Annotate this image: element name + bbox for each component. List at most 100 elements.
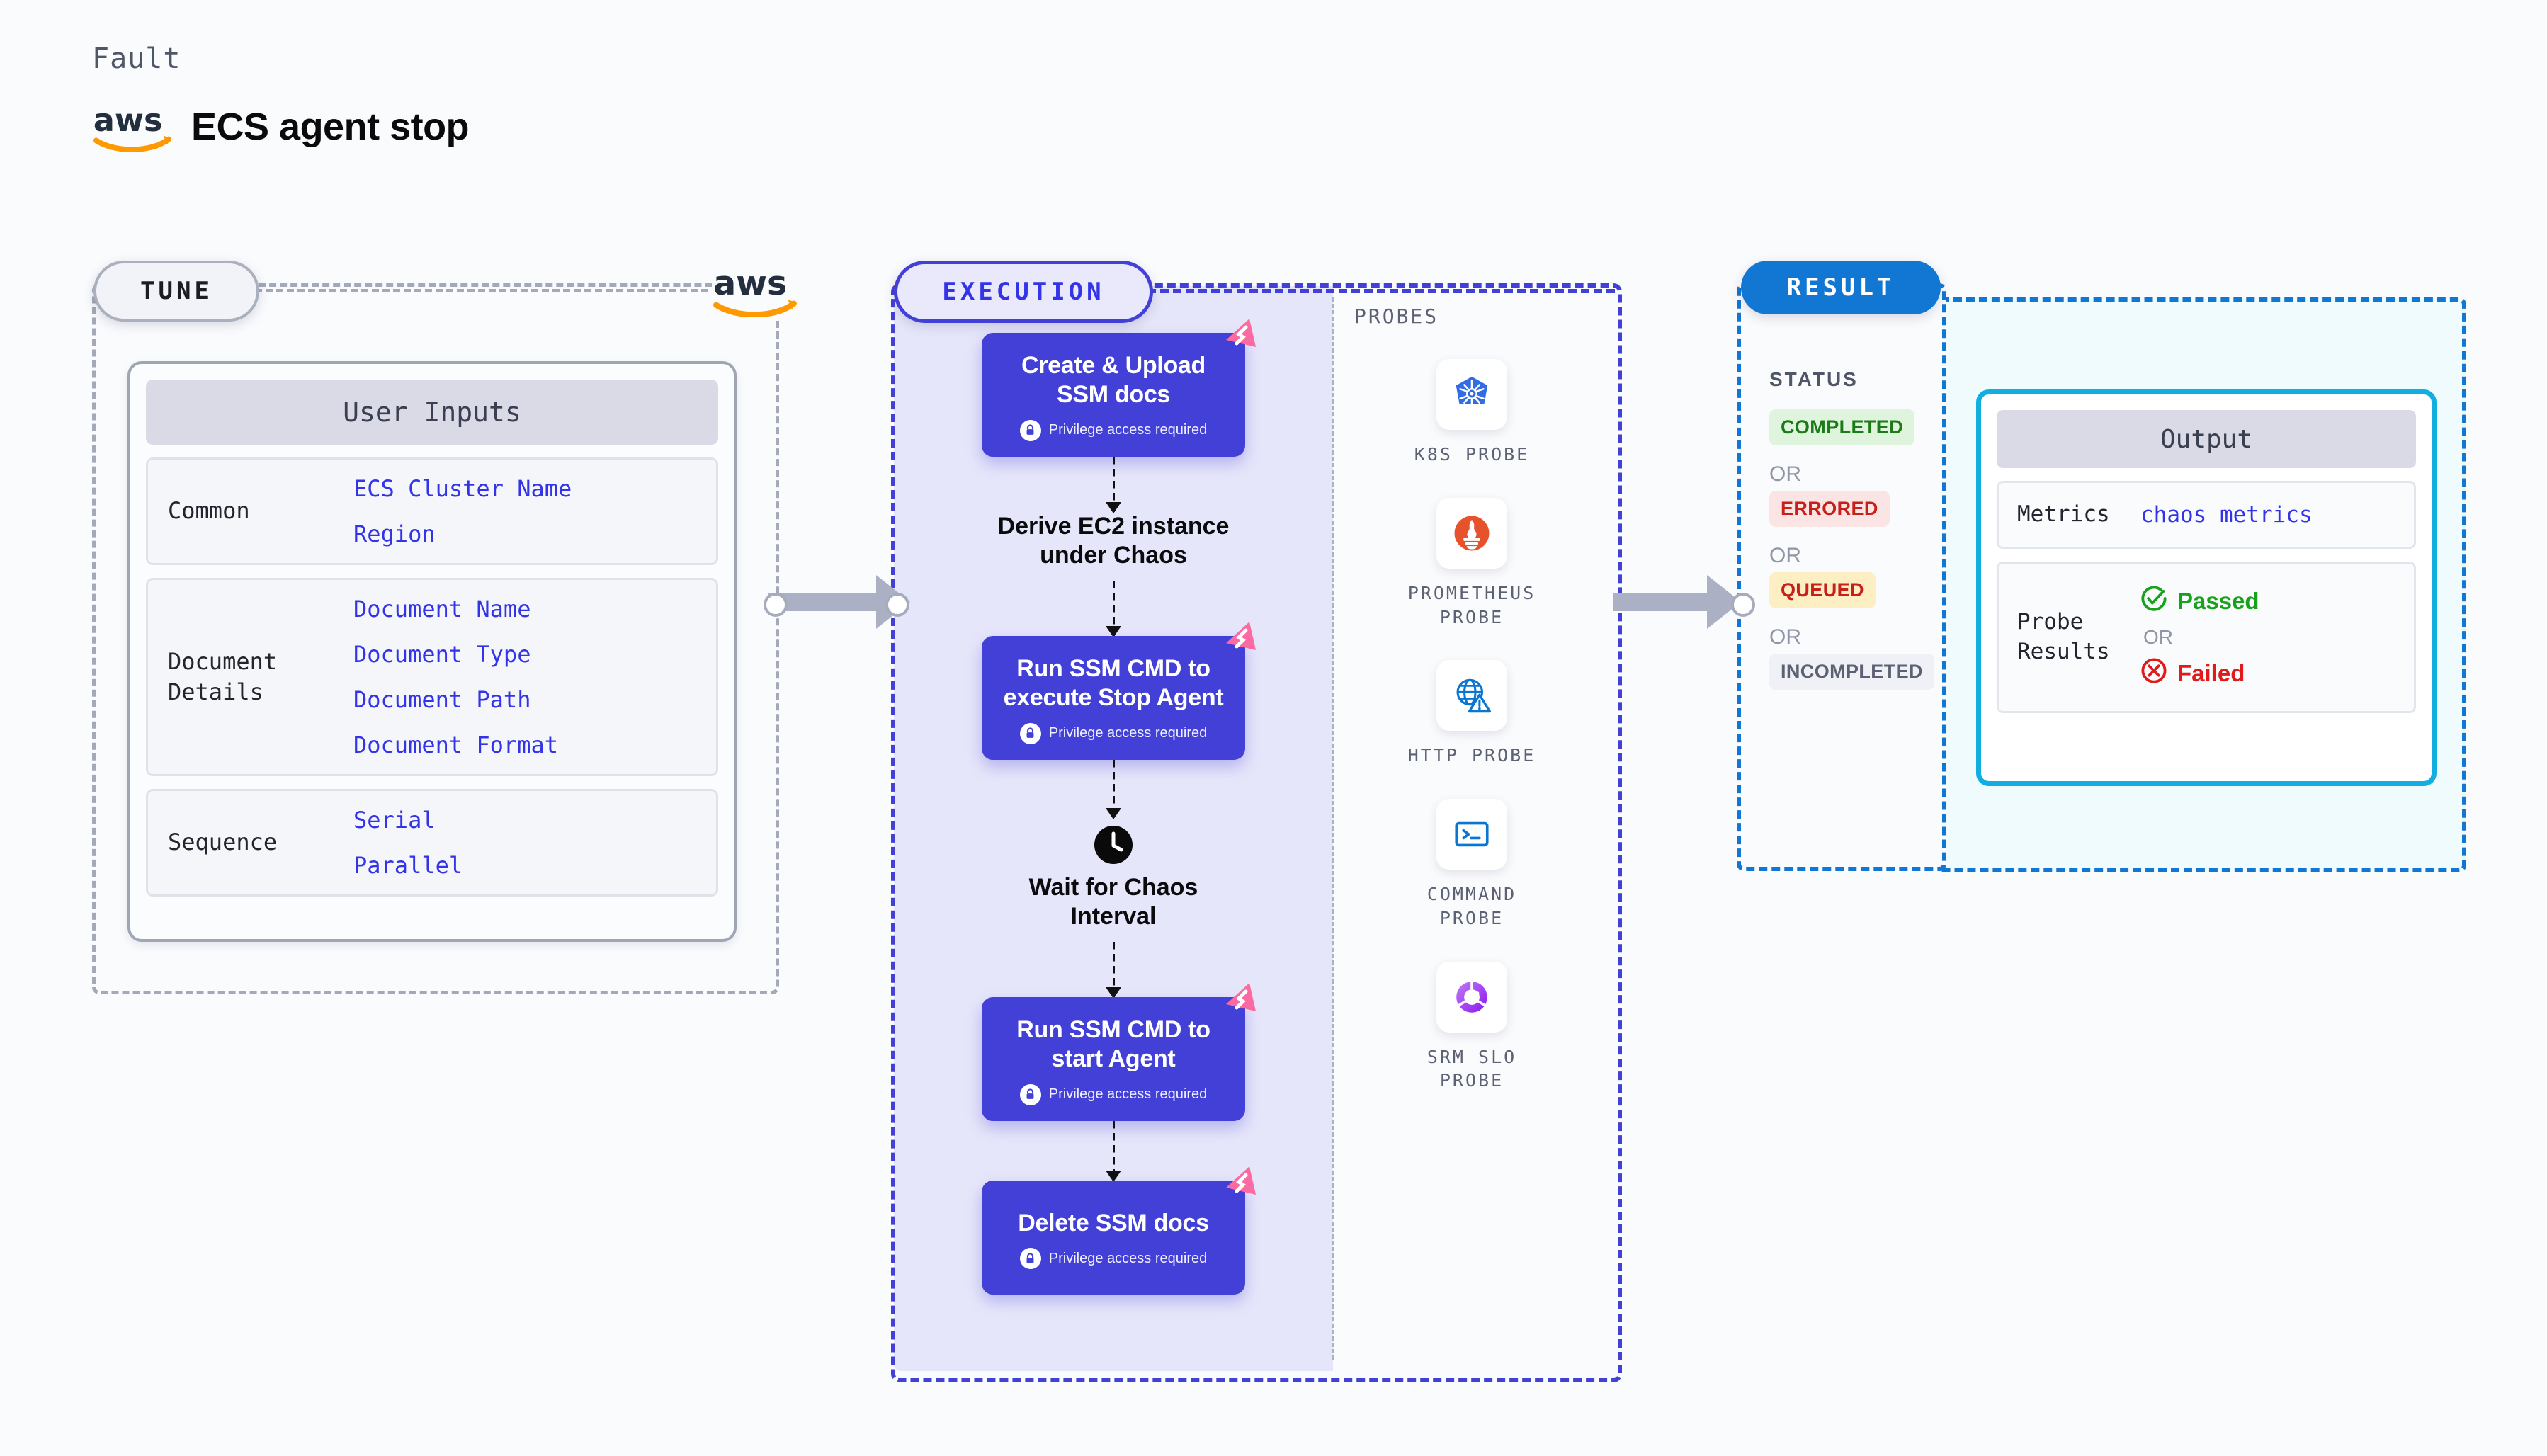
step-title: Wait for Chaos Interval — [1028, 873, 1198, 931]
execution-pill[interactable]: EXECUTION — [894, 261, 1153, 323]
output-metrics-row: Metrics chaos metrics — [1997, 481, 2416, 549]
status-badge-completed: COMPLETED — [1769, 409, 1915, 445]
page-header: Fault aws ECS agent stop — [92, 42, 470, 152]
check-circle-icon — [2140, 585, 2167, 618]
tune-group-values: Document Name Document Type Document Pat… — [353, 596, 558, 758]
prometheus-icon — [1436, 497, 1507, 569]
probe-command[interactable]: COMMAND PROBE — [1333, 799, 1611, 931]
tune-group-values: ECS Cluster Name Region — [353, 475, 572, 547]
connector-dot — [764, 593, 788, 617]
tune-value[interactable]: Document Type — [353, 641, 531, 668]
kubernetes-icon — [1436, 359, 1507, 430]
probe-result-failed: Failed — [2140, 657, 2259, 690]
step-title: Run SSM CMD to start Agent — [1016, 1016, 1210, 1073]
probe-label: SRM SLO PROBE — [1426, 1046, 1517, 1091]
step-title: Create & Upload SSM docs — [1021, 352, 1206, 409]
flow-arrow — [1112, 580, 1115, 636]
step-privilege-note: Privilege access required — [994, 722, 1232, 744]
step-privilege-note: Privilege access required — [994, 1248, 1232, 1270]
status-badge-queued: QUEUED — [1769, 572, 1876, 608]
aws-logo: aws — [92, 102, 174, 152]
probe-result-passed: Passed — [2140, 585, 2259, 618]
probe-label: K8S PROBE — [1414, 444, 1530, 465]
failed-label: Failed — [2177, 659, 2245, 686]
tune-group-common: Common ECS Cluster Name Region — [146, 457, 718, 565]
flow-arrow — [1112, 941, 1115, 997]
tune-group-sequence: Sequence Serial Parallel — [146, 789, 718, 897]
x-circle-icon — [2140, 657, 2167, 690]
tune-group-label: Common — [168, 497, 250, 525]
step-derive-ec2-instance: Derive EC2 instance under Chaos — [998, 512, 1230, 571]
or-separator: OR — [1769, 462, 1801, 486]
or-separator: OR — [1769, 625, 1801, 649]
tune-value[interactable]: Region — [353, 521, 436, 547]
probes-divider — [1332, 297, 1334, 1360]
result-pill[interactable]: RESULT — [1741, 261, 1941, 314]
probe-result-options: Passed OR Failed — [2140, 585, 2259, 690]
probe-label: PROMETHEUS PROBE — [1407, 582, 1536, 627]
step-privilege-text: Privilege access required — [1048, 1250, 1208, 1266]
tune-value[interactable]: Serial — [353, 807, 436, 834]
tune-group-label: Document Details — [168, 647, 278, 705]
step-privilege-text: Privilege access required — [1048, 725, 1208, 741]
step-privilege-text: Privilege access required — [1048, 422, 1208, 438]
user-inputs-card: User Inputs Common ECS Cluster Name Regi… — [127, 361, 737, 942]
probe-label: COMMAND PROBE — [1426, 884, 1517, 928]
flow-arrow — [1112, 759, 1115, 818]
step-run-ssm-cmd-stop-agent[interactable]: Run SSM CMD to execute Stop Agent Privil… — [982, 621, 1256, 760]
aws-logo-tune: aws — [712, 263, 800, 318]
tune-pill[interactable]: TUNE — [93, 261, 259, 322]
step-title: Delete SSM docs — [1018, 1209, 1209, 1236]
probes-column: PROBES K8S PROBE — [1333, 305, 1611, 1093]
lock-icon — [1019, 722, 1041, 744]
flow-arrow — [1112, 1120, 1115, 1181]
or-separator: OR — [1769, 544, 1801, 567]
step-wait-for-chaos-interval: Wait for Chaos Interval — [1029, 825, 1198, 932]
lock-icon — [1019, 1084, 1041, 1105]
probes-title: PROBES — [1354, 305, 1439, 328]
output-probe-results-label: Probe Results — [2017, 609, 2110, 664]
step-privilege-note: Privilege access required — [994, 1084, 1232, 1105]
passed-label: Passed — [2177, 587, 2259, 614]
probe-prometheus[interactable]: PROMETHEUS PROBE — [1333, 497, 1611, 630]
probe-label: HTTP PROBE — [1407, 745, 1536, 766]
tune-value[interactable]: Document Name — [353, 596, 531, 622]
http-globe-icon — [1436, 660, 1507, 732]
status-badge-errored: ERRORED — [1769, 491, 1890, 527]
probe-srm-slo[interactable]: SRM SLO PROBE — [1333, 961, 1611, 1093]
output-metrics-value[interactable]: chaos metrics — [2140, 501, 2313, 528]
execution-panel — [891, 283, 1622, 1382]
tune-value[interactable]: Parallel — [353, 852, 463, 879]
chaos-flag-icon — [1217, 619, 1259, 661]
arrow-execution-to-result — [1613, 575, 1741, 629]
tune-connector-line — [255, 289, 708, 292]
probe-k8s[interactable]: K8S PROBE — [1333, 359, 1611, 467]
srm-slo-icon — [1436, 961, 1507, 1033]
fault-kicker: Fault — [92, 42, 181, 75]
tune-group-label: Sequence — [168, 829, 278, 856]
chaos-flag-icon — [1217, 1164, 1259, 1206]
flow-arrow — [1112, 456, 1115, 512]
step-privilege-note: Privilege access required — [994, 419, 1232, 441]
fault-title-row: aws ECS agent stop — [92, 102, 470, 152]
step-privilege-text: Privilege access required — [1048, 1086, 1208, 1103]
connector-dot — [1731, 593, 1755, 617]
tune-value[interactable]: Document Path — [353, 686, 531, 713]
tune-value[interactable]: Document Format — [353, 732, 558, 758]
chaos-flag-icon — [1217, 980, 1259, 1023]
page-title: ECS agent stop — [191, 106, 470, 148]
step-create-upload-ssm-docs[interactable]: Create & Upload SSM docs Privilege acces… — [982, 319, 1256, 457]
step-delete-ssm-docs[interactable]: Delete SSM docs Privilege access require… — [982, 1166, 1256, 1295]
step-run-ssm-cmd-start-agent[interactable]: Run SSM CMD to start Agent Privilege acc… — [982, 982, 1256, 1121]
chaos-flag-icon — [1217, 316, 1259, 358]
or-separator: OR — [2143, 625, 2173, 648]
step-title: Derive EC2 instance under Chaos — [997, 512, 1230, 569]
probe-http[interactable]: HTTP PROBE — [1333, 660, 1611, 768]
tune-group-values: Serial Parallel — [353, 807, 463, 879]
status-list: STATUS COMPLETED OR ERRORED OR QUEUED OR… — [1769, 368, 1934, 690]
status-heading: STATUS — [1769, 368, 1859, 390]
tune-value[interactable]: ECS Cluster Name — [353, 475, 572, 502]
user-inputs-title: User Inputs — [146, 380, 718, 445]
status-badge-incompleted: INCOMPLETED — [1769, 654, 1934, 690]
lock-icon — [1019, 1248, 1041, 1270]
